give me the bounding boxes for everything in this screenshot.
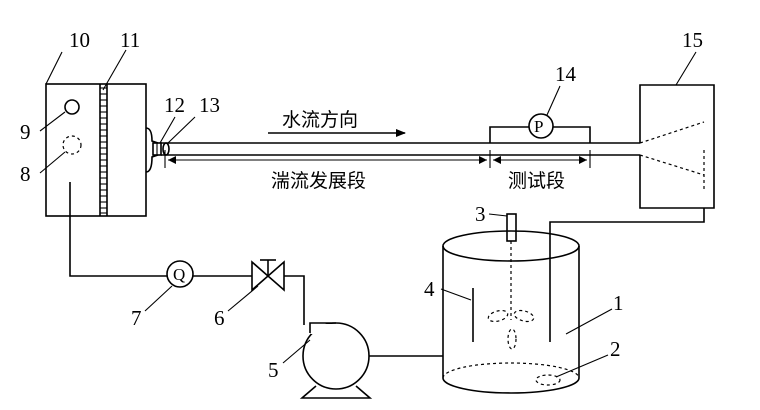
flow-direction-label: 水流方向 bbox=[282, 109, 358, 131]
label-5: 5 bbox=[268, 358, 279, 382]
main-pipe bbox=[161, 142, 640, 156]
label-6: 6 bbox=[214, 306, 225, 330]
pressure-sensor: P bbox=[489, 113, 591, 143]
supply-pipe bbox=[69, 182, 167, 277]
stirrer-motor bbox=[506, 213, 517, 242]
test-section-label: 测试段 bbox=[508, 170, 565, 192]
trip-ring bbox=[162, 142, 170, 156]
label-1: 1 bbox=[613, 291, 624, 315]
stirrer bbox=[487, 213, 535, 350]
inlet-port bbox=[62, 135, 82, 155]
contraction-bottom bbox=[145, 154, 159, 173]
svg-text:P: P bbox=[534, 117, 543, 136]
label-14: 14 bbox=[555, 62, 577, 86]
label-10: 10 bbox=[69, 28, 90, 52]
label-4: 4 bbox=[424, 277, 435, 301]
label-2: 2 bbox=[610, 337, 621, 361]
label-7: 7 bbox=[131, 306, 142, 330]
pump bbox=[299, 322, 443, 399]
pressure-gauge-icon bbox=[528, 113, 554, 139]
leader-lines bbox=[39, 49, 697, 378]
label-11: 11 bbox=[120, 28, 140, 52]
label-13: 13 bbox=[199, 93, 220, 117]
control-valve bbox=[251, 259, 285, 292]
heater-element bbox=[535, 374, 561, 386]
flowmeter-icon bbox=[166, 260, 194, 288]
turbulence-section-label: 湍流发展段 bbox=[271, 170, 366, 192]
label-12: 12 bbox=[164, 93, 185, 117]
label-8: 8 bbox=[20, 162, 31, 186]
outlet-port bbox=[64, 99, 80, 115]
label-3: 3 bbox=[475, 202, 486, 226]
flowmeter: Q bbox=[166, 260, 194, 288]
contraction-top bbox=[145, 127, 159, 144]
label-15: 15 bbox=[682, 28, 703, 52]
honeycomb-screen bbox=[99, 84, 108, 216]
header-tank bbox=[45, 83, 147, 217]
return-pipe bbox=[549, 208, 705, 342]
svg-text:Q: Q bbox=[173, 265, 185, 284]
label-9: 9 bbox=[20, 120, 31, 144]
outlet-tank bbox=[639, 84, 715, 209]
